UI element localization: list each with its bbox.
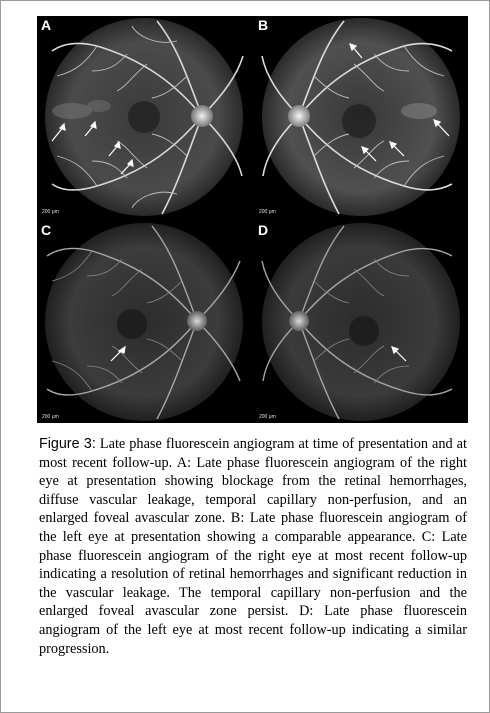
panel-b-angiogram: B 200 μm [254,16,468,218]
figure-caption: Figure 3: Late phase fluorescein angiogr… [39,435,467,658]
panel-c-fundus-image [45,223,243,421]
figure-label: Figure 3: [39,436,96,452]
scale-bar-label: 200 μm [259,209,276,215]
panel-letter: B [258,17,269,33]
scale-bar-label: 200 μm [42,414,59,420]
panel-letter: C [41,222,52,238]
panel-b-fundus-image [261,18,460,216]
panel-a-fundus-image [45,18,244,216]
caption-text: Late phase fluorescein angiogram at time… [39,436,467,657]
scale-bar-label: 200 μm [42,209,59,215]
panel-letter: D [258,222,269,238]
angiogram-panel-grid: A 200 μm [37,16,468,423]
panel-d-angiogram: D 200 μm [254,221,468,423]
panel-c-angiogram: C 200 μm [37,221,251,423]
scale-bar-label: 200 μm [259,414,276,420]
panel-letter: A [41,17,52,33]
panel-d-fundus-image [261,223,460,421]
panel-a-angiogram: A 200 μm [37,16,251,218]
